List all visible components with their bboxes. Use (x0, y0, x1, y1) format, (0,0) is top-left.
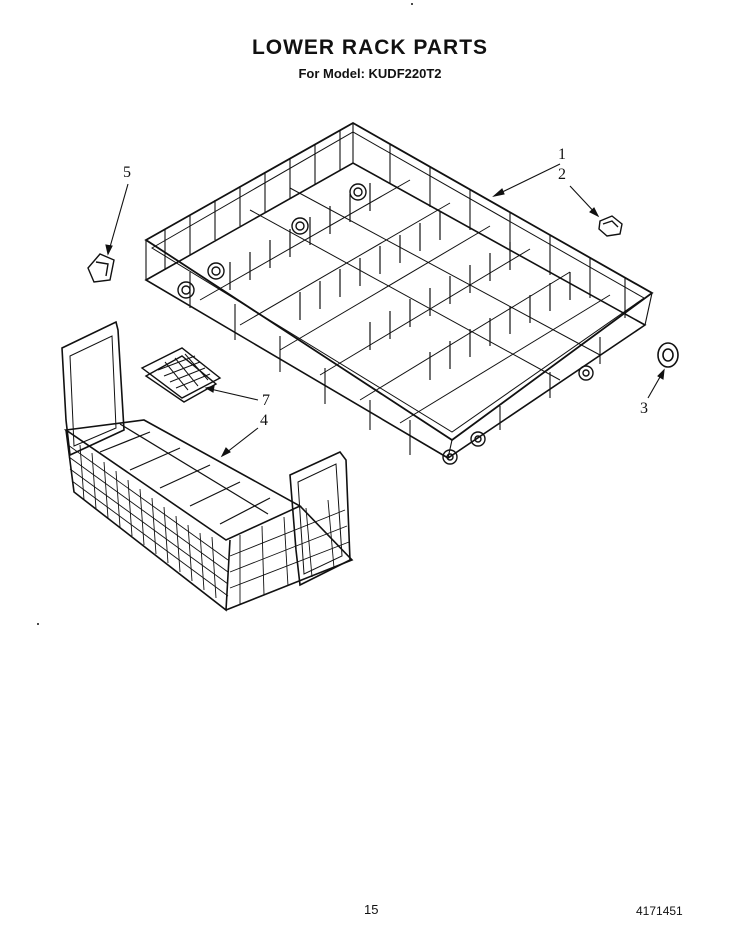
callout-5: 5 (123, 164, 131, 181)
scan-mark (37, 623, 39, 625)
leader-lines (105, 163, 665, 458)
callout-2: 2 (558, 166, 566, 183)
document-number: 4171451 (636, 904, 683, 918)
scan-mark (411, 3, 413, 5)
page-title: LOWER RACK PARTS (251, 36, 489, 59)
basket-cover-part-7 (140, 347, 222, 403)
callout-3: 3 (640, 400, 648, 417)
rack-clip-part-2 (598, 215, 623, 237)
wheel-part-3 (657, 342, 679, 368)
silverware-basket-part-4 (61, 320, 354, 612)
model-subtitle: For Model: KUDF220T2 (298, 66, 442, 81)
clip-part-5 (87, 253, 115, 283)
dishrack (144, 121, 654, 465)
callout-1: 1 (558, 146, 566, 163)
page-number: 15 (364, 902, 379, 917)
callout-4: 4 (260, 412, 268, 429)
callout-7: 7 (262, 392, 270, 409)
